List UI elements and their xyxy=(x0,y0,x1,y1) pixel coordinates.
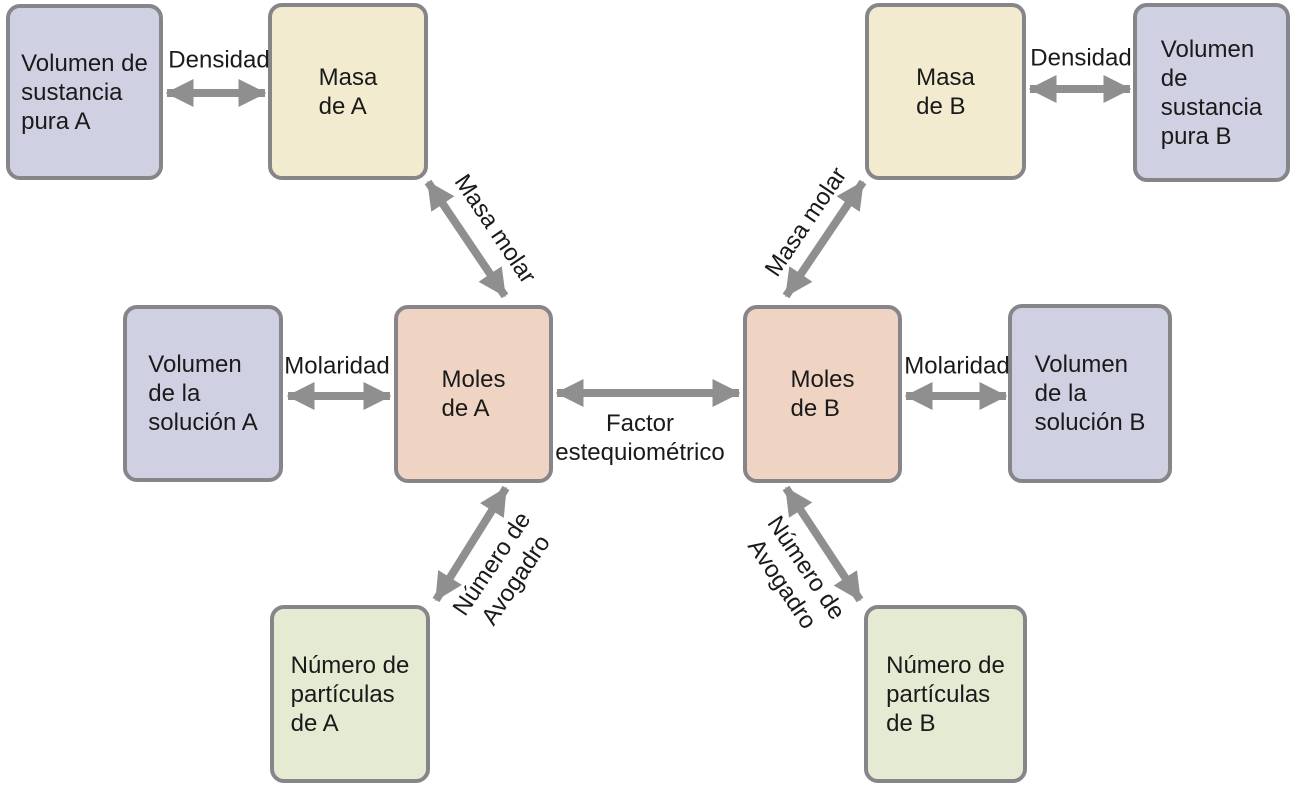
node-masa-de-b-label: Masa de B xyxy=(916,63,975,120)
node-volumen-solucion-a-label: Volumen de la solución A xyxy=(148,351,258,436)
node-moles-de-b: Moles de B xyxy=(743,305,902,483)
node-volumen-sustancia-pura-b: Volumen de sustancia pura B xyxy=(1133,3,1290,182)
node-volumen-solucion-b: Volumen de la solución B xyxy=(1008,304,1172,483)
node-moles-de-b-label: Moles de B xyxy=(790,366,855,422)
masa-molar-b-arrow xyxy=(782,179,867,299)
node-volumen-sustancia-pura-b-label: Volumen de sustancia pura B xyxy=(1160,35,1263,150)
node-volumen-solucion-b-label: Volumen de la solución B xyxy=(1034,351,1146,436)
node-volumen-sustancia-pura-a: Volumen de sustancia pura A xyxy=(6,4,163,180)
node-masa-de-b: Masa de B xyxy=(865,3,1026,180)
node-numero-particulas-a-label: Número de partículas de A xyxy=(290,651,410,737)
node-numero-particulas-a: Número de partículas de A xyxy=(270,605,430,783)
node-numero-particulas-b: Número de partículas de B xyxy=(864,605,1027,783)
node-numero-particulas-b-label: Número de partículas de B xyxy=(886,651,1005,737)
node-volumen-solucion-a: Volumen de la solución A xyxy=(123,305,283,482)
avogadro-b-arrow xyxy=(782,485,864,603)
masa-molar-a-arrow xyxy=(424,179,509,299)
node-moles-de-a-label: Moles de A xyxy=(441,366,506,422)
avogadro-a-arrow xyxy=(432,485,510,603)
node-volumen-sustancia-pura-a-label: Volumen de sustancia pura A xyxy=(21,49,148,135)
node-masa-de-a-label: Masa de A xyxy=(318,63,378,120)
node-masa-de-a: Masa de A xyxy=(268,3,428,180)
node-moles-de-a: Moles de A xyxy=(394,305,553,483)
